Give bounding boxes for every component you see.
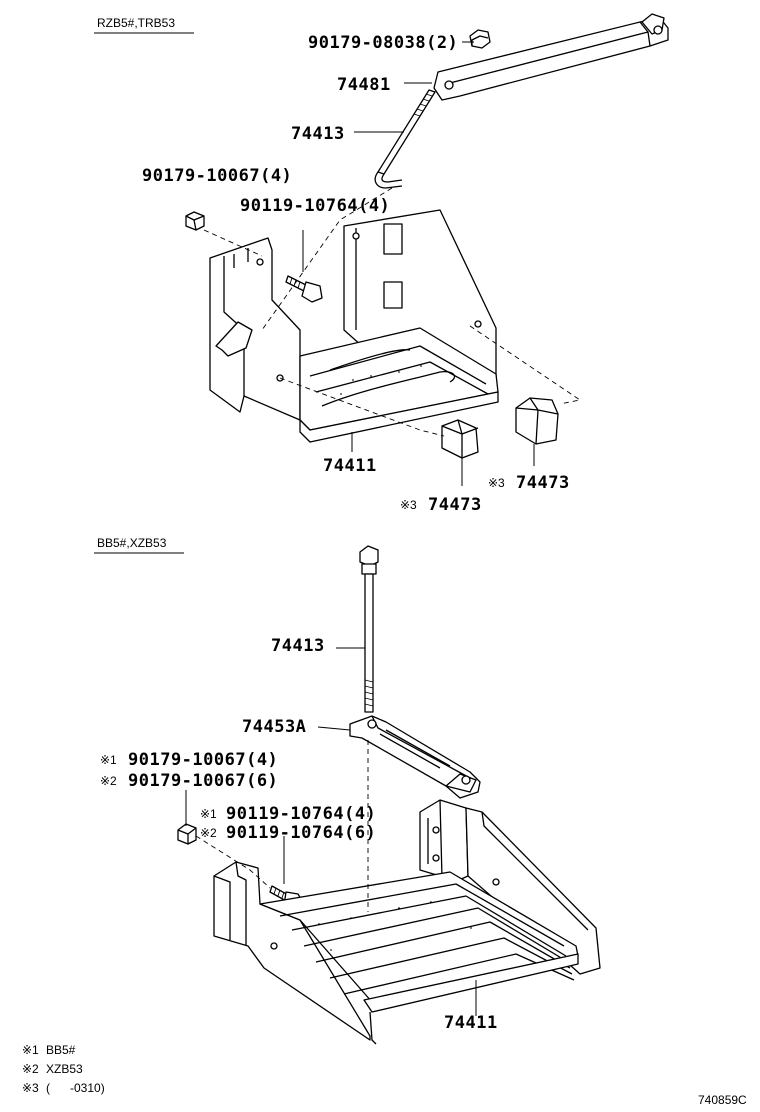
spacer-pad <box>515 397 559 445</box>
label-90119-10764-bb5: 90119-10764(4) <box>226 804 376 824</box>
bottom-assembly <box>177 545 601 1045</box>
label-90119-10764-top: 90119-10764(4) <box>240 196 390 216</box>
hold-down-rod <box>374 89 436 189</box>
header-variant-bottom: BB5#,XZB53 <box>97 536 167 550</box>
label-74473-right: 74473 <box>516 473 570 493</box>
label-74453A: 74453A <box>242 717 306 737</box>
hold-down-rod-long <box>359 545 379 713</box>
mark-1-nut: ※1 <box>100 753 117 767</box>
legend: ※1 BB5# ※2 XZB53 ※3 ( -0310) <box>22 1043 105 1095</box>
label-90179-10067-top: 90179-10067(4) <box>142 166 292 186</box>
legend-mark-3: ※3 <box>22 1081 39 1095</box>
mark-2-bolt: ※2 <box>200 826 217 840</box>
mark-3-right: ※3 <box>488 476 505 490</box>
legend-text-1: BB5# <box>46 1043 76 1057</box>
legend-text-2: XZB53 <box>46 1062 83 1076</box>
battery-clamp-bar <box>433 13 669 101</box>
nut-small-icon <box>177 823 197 845</box>
label-74413-top: 74413 <box>291 124 345 144</box>
nut-small-icon <box>185 211 205 231</box>
label-74481: 74481 <box>337 75 391 95</box>
label-90179-10067-xzb53: 90179-10067(6) <box>128 771 278 791</box>
legend-mark-2: ※2 <box>22 1062 39 1076</box>
label-90179-10067-bb5: 90179-10067(4) <box>128 750 278 770</box>
mark-1-bolt: ※1 <box>200 807 217 821</box>
legend-mark-1: ※1 <box>22 1043 39 1057</box>
label-74473-left: 74473 <box>428 495 482 515</box>
spacer-pad <box>441 419 479 459</box>
battery-clamp <box>349 715 481 799</box>
nut-icon <box>469 29 491 49</box>
label-90179-08038: 90179-08038(2) <box>308 33 458 53</box>
legend-text-3: ( -0310) <box>46 1081 105 1095</box>
top-assembly <box>185 13 669 486</box>
figure-id: 740859C <box>698 1093 747 1107</box>
mark-2-nut: ※2 <box>100 774 117 788</box>
label-90119-10764-xzb53: 90119-10764(6) <box>226 823 376 843</box>
label-74413-bottom: 74413 <box>271 636 325 656</box>
bolt-icon <box>285 275 323 303</box>
battery-tray <box>213 799 601 1045</box>
label-74411-top: 74411 <box>323 456 377 476</box>
battery-tray <box>209 209 499 443</box>
header-variant-top: RZB5#,TRB53 <box>97 16 175 30</box>
mark-3-left: ※3 <box>400 498 417 512</box>
label-74411-bottom: 74411 <box>444 1013 498 1033</box>
